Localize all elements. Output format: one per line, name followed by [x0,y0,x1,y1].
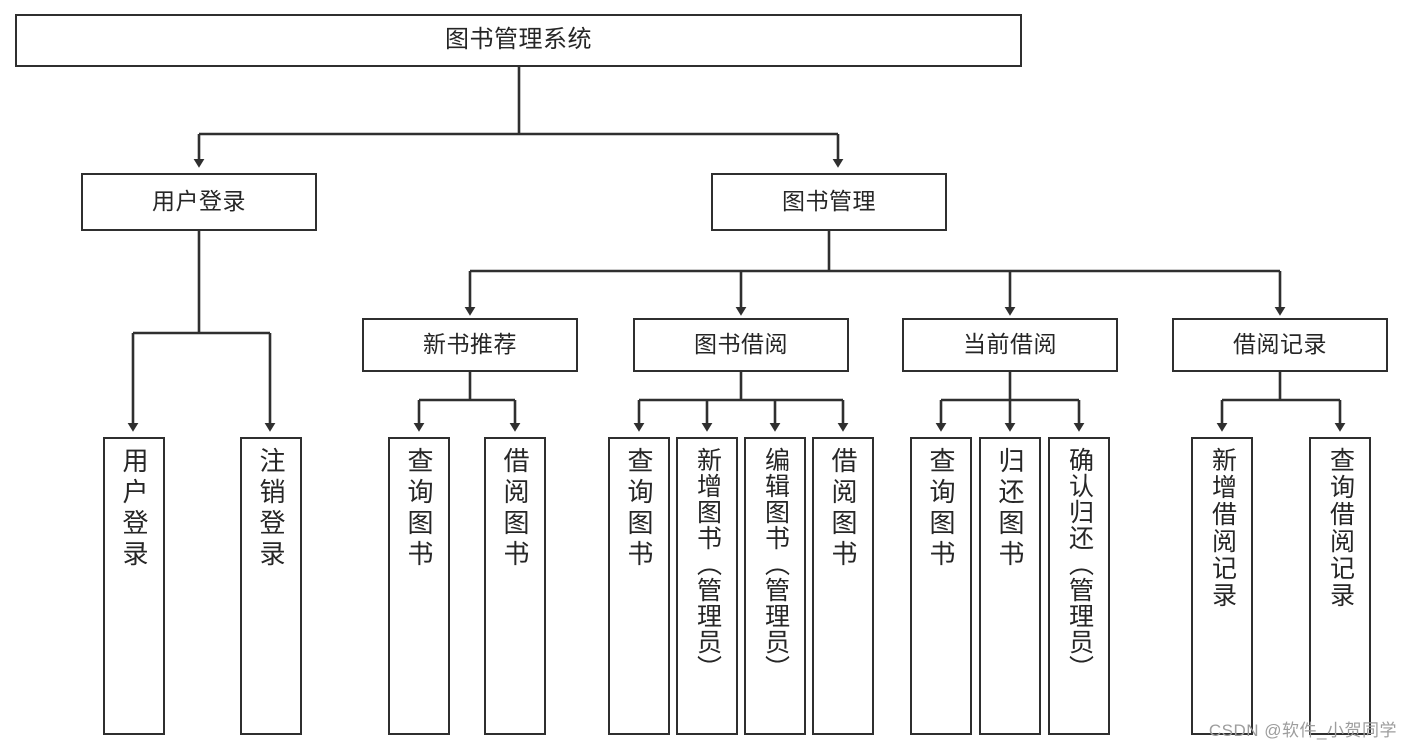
node-label: 用户登录 [152,188,246,215]
node-leaf-add-borrow-record[interactable]: 新增借阅记录 [1191,437,1253,735]
node-label: 当前借阅 [963,331,1057,358]
node-leaf-edit-book-admin[interactable]: 编辑图书（管理员） [744,437,806,735]
node-book-borrow[interactable]: 图书借阅 [633,318,849,372]
node-leaf-query-books-borrow[interactable]: 查询图书 [608,437,670,735]
node-label: 新书推荐 [423,331,517,358]
node-leaf-borrow-books[interactable]: 借阅图书 [812,437,874,735]
node-user-login[interactable]: 用户登录 [81,173,317,231]
node-label: 确认归还（管理员） [1065,447,1094,681]
node-label: 借阅图书 [500,447,530,571]
node-label: 新增图书（管理员） [693,447,722,681]
node-label: 注销登录 [256,447,286,571]
node-leaf-return-books[interactable]: 归还图书 [979,437,1041,735]
node-label: 新增借阅记录 [1208,447,1237,609]
node-leaf-logout[interactable]: 注销登录 [240,437,302,735]
node-label: 查询图书 [624,447,654,571]
node-leaf-query-borrow-record[interactable]: 查询借阅记录 [1309,437,1371,735]
node-new-book-recommend[interactable]: 新书推荐 [362,318,578,372]
node-label: 图书管理系统 [445,26,592,54]
node-label: 查询图书 [404,447,434,571]
node-current-borrow[interactable]: 当前借阅 [902,318,1118,372]
node-label: 查询借阅记录 [1326,447,1355,609]
node-label: 用户登录 [119,447,149,571]
node-root[interactable]: 图书管理系统 [15,14,1022,67]
node-label: 编辑图书（管理员） [761,447,790,681]
node-borrow-records[interactable]: 借阅记录 [1172,318,1388,372]
node-leaf-borrow-books-recommend[interactable]: 借阅图书 [484,437,546,735]
node-leaf-query-books-recommend[interactable]: 查询图书 [388,437,450,735]
node-leaf-confirm-return-admin[interactable]: 确认归还（管理员） [1048,437,1110,735]
node-label: 借阅记录 [1233,331,1327,358]
node-label: 图书管理 [782,188,876,215]
node-leaf-query-books-current[interactable]: 查询图书 [910,437,972,735]
node-leaf-user-login[interactable]: 用户登录 [103,437,165,735]
node-label: 查询图书 [926,447,956,571]
node-label: 图书借阅 [694,331,788,358]
node-label: 借阅图书 [828,447,858,571]
watermark: CSDN @软件_小贺同学 [1208,721,1397,740]
node-book-management[interactable]: 图书管理 [711,173,947,231]
node-label: 归还图书 [995,447,1025,571]
node-leaf-add-book-admin[interactable]: 新增图书（管理员） [676,437,738,735]
